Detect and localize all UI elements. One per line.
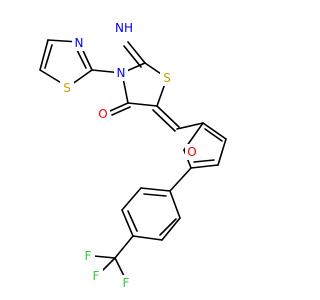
bond-furan-c2-c3-inner [204,128,223,142]
bond-thz-c4-c5-inner [44,44,53,69]
bond-cf3-f1 [93,255,116,259]
bond-ph-c6-c1 [140,187,171,192]
bond-c5-c4 [127,102,158,107]
atom-fluorine-3: F [93,269,100,283]
atom-thiazole-n: N [75,36,84,50]
atom-label-backgrounds [60,20,199,291]
molecule-structure: NH S N N S O O F F F [39,20,227,291]
bond-ph-c6-c1-inner [143,193,167,197]
atom-imine-nh: NH [115,21,133,35]
bond-methine-furan [176,122,204,130]
atom-fluorine-2: F [123,276,130,290]
bg-thiazole-n [72,35,86,51]
bond-imine-double-b [123,45,142,68]
bg-thiazole-s [60,80,74,96]
bond-ph-c4-c5-inner [127,210,138,232]
bonds [39,39,227,281]
bg-fluorine-1 [81,248,95,264]
bond-ph-c5-c6 [121,187,142,211]
bg-furan-o [185,144,199,160]
bond-exo-double-a [156,105,180,128]
bg-imine-nh [112,20,136,36]
bg-thiazolidine-s [160,70,174,86]
bond-ph-c2-c3 [161,217,181,241]
bond-ph-c4-c5 [121,209,134,237]
bond-carbonyl-b [111,106,131,116]
bond-ph-c1-c2 [169,190,181,219]
bond-exo-double-b [152,109,176,132]
bond-furan-c4-c5-inner [193,159,215,163]
atom-furan-o: O [187,145,196,159]
bg-thiazolidine-n [114,65,128,81]
molecule-structure-canvas: NH S N N S O O F F F [39,20,227,291]
bond-furan-phenyl [169,167,192,192]
bond-imine-double-a [127,41,146,64]
bond-ph-c2-c3-inner [159,218,177,236]
atom-thiazole-s: S [63,81,71,95]
bond-thz-c4-c5 [39,39,49,71]
bg-carbonyl-o [96,106,110,122]
bond-ph-cf3 [114,235,134,259]
bond-carbonyl-a [109,102,129,112]
atom-labels: NH S N N S O O F F F [63,21,197,290]
atom-thiazolidine-n: N [117,66,126,80]
bond-furan-c3-c4 [217,138,227,166]
bg-fluorine-2 [119,275,133,291]
bond-furan-c2-c3 [202,122,227,140]
bg-fluorine-3 [89,268,103,284]
atom-fluorine-1: F [85,249,92,263]
atom-thiazolidine-s: S [163,71,171,85]
bond-ph-c3-c4 [132,235,163,241]
bond-furan-c4-c5 [190,164,219,169]
atom-carbonyl-o: O [98,107,107,121]
